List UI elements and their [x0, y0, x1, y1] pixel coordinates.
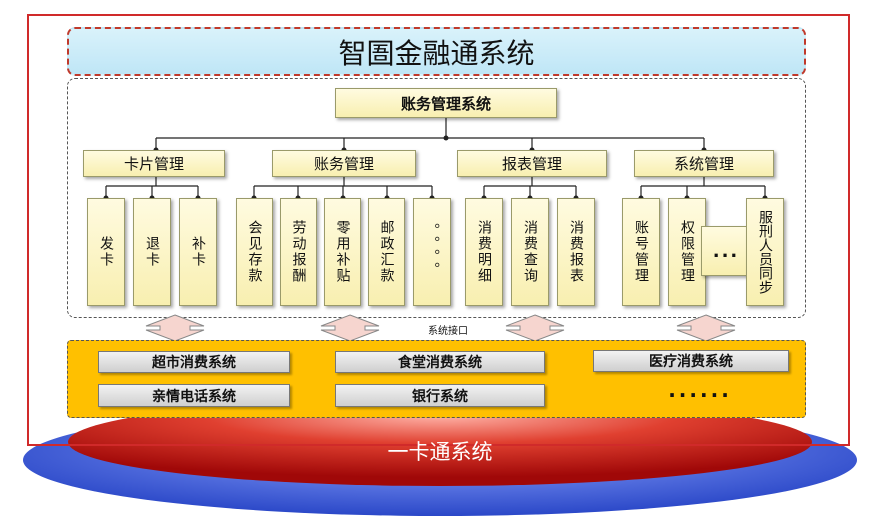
item-labor-pay: 劳动报酬 [280, 198, 317, 306]
interface-arrow-4 [676, 314, 736, 342]
base-ellipse-inner [68, 398, 812, 486]
item-inmate-sync: 服刑人员同步 [746, 198, 784, 306]
item-account-more: 。。。。 [413, 198, 451, 306]
item-system-more: ... [701, 226, 751, 276]
item-permission-admin: 权限管理 [668, 198, 706, 306]
subsystem-supermarket: 超市消费系统 [98, 351, 290, 373]
item-return-card: 退卡 [133, 198, 171, 306]
page-title: 智圄金融通系统 [67, 27, 806, 76]
item-allowance: 零用补贴 [324, 198, 361, 306]
interface-label: 系统接口 [428, 326, 468, 337]
group-report-management: 报表管理 [457, 150, 607, 177]
interface-arrow-2 [320, 314, 380, 342]
item-consume-query: 消费查询 [511, 198, 549, 306]
interface-arrow-1 [145, 314, 205, 342]
subsystem-bank: 银行系统 [335, 384, 545, 407]
group-account-management: 账务管理 [272, 150, 416, 177]
subsystem-more: ...... [668, 378, 732, 402]
group-card-management: 卡片管理 [83, 150, 225, 177]
item-issue-card: 发卡 [87, 198, 125, 306]
item-replace-card: 补卡 [179, 198, 217, 306]
subsystem-medical: 医疗消费系统 [593, 350, 789, 372]
item-consume-report: 消费报表 [557, 198, 595, 306]
outer-frame [27, 14, 850, 446]
subsystem-family-phone: 亲情电话系统 [98, 384, 290, 407]
group-system-management: 系统管理 [634, 150, 774, 177]
base-system-label: 一卡通系统 [387, 440, 493, 464]
item-account-admin: 账号管理 [622, 198, 660, 306]
root-node: 账务管理系统 [335, 88, 557, 118]
item-consume-detail: 消费明细 [465, 198, 503, 306]
interface-arrow-3 [505, 314, 565, 342]
item-postal-remit: 邮政汇款 [368, 198, 405, 306]
subsystem-canteen: 食堂消费系统 [335, 351, 545, 373]
item-visit-deposit: 会见存款 [236, 198, 273, 306]
management-area [67, 78, 806, 318]
